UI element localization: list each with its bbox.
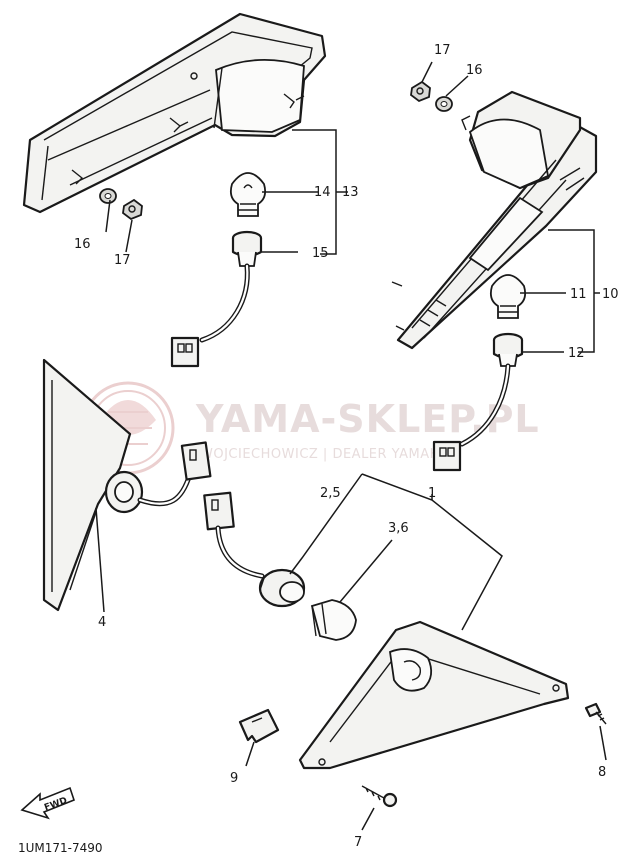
callout-14: 14 — [314, 185, 331, 200]
drawing-code: 1UM171-7490 — [18, 841, 103, 855]
callout-11: 11 — [570, 287, 587, 302]
socket-2-5 — [258, 568, 306, 608]
clip-9 — [238, 708, 280, 744]
callout-4: 4 — [98, 615, 106, 630]
harness-right-upper — [432, 363, 511, 472]
socket-assembly-4 — [104, 441, 212, 514]
callout-17-right: 17 — [434, 43, 451, 58]
callout-8: 8 — [598, 765, 606, 780]
watermark-subtitle: WOJCIECHOWICZ | DEALER YAMAHA — [200, 447, 449, 462]
callout-3-6: 3,6 — [388, 521, 409, 536]
screw-7 — [361, 785, 398, 808]
front-left-flasher-lens — [42, 358, 132, 612]
rear-left-flasher-lens — [22, 12, 327, 214]
nut-17-right — [410, 80, 431, 103]
callout-12: 12 — [568, 346, 585, 361]
socket-12 — [492, 332, 524, 367]
callout-1: 1 — [428, 486, 436, 501]
front-direction-arrow-icon: FWD — [20, 786, 75, 820]
callout-2-5: 2,5 — [320, 486, 341, 501]
callout-17-left: 17 — [114, 253, 131, 268]
harness-lower — [215, 525, 265, 579]
callout-7: 7 — [354, 835, 362, 850]
washer-16-right — [435, 96, 453, 112]
screw-8 — [584, 702, 607, 725]
connector-left-upper — [170, 336, 200, 368]
callout-16-left: 16 — [74, 237, 91, 252]
connector-lower — [203, 491, 235, 531]
callout-16-right: 16 — [466, 63, 483, 78]
watermark: YAMA-SKLEP.PL WOJCIECHOWICZ | DEALER YAM… — [81, 381, 540, 475]
callout-9: 9 — [230, 771, 238, 786]
washer-16-left — [99, 188, 117, 204]
leader-lines — [95, 61, 607, 831]
harness-left-upper — [170, 263, 250, 368]
bulb-11 — [489, 274, 527, 319]
socket-15 — [231, 230, 263, 267]
bulb-14 — [229, 172, 267, 217]
front-right-flasher-lens — [298, 620, 570, 770]
watermark-title: YAMA-SKLEP.PL — [195, 397, 540, 441]
rear-right-flasher-lens — [391, 90, 598, 350]
callout-10: 10 — [602, 287, 619, 302]
connector-right-upper — [432, 440, 462, 472]
callouts: 13 14 15 16 17 17 16 10 11 12 1 2,5 3,6 … — [74, 43, 619, 850]
callout-15: 15 — [312, 246, 329, 261]
nut-17-left — [122, 198, 143, 221]
callout-13: 13 — [342, 185, 359, 200]
bulb-3-6 — [310, 599, 357, 641]
reflector-hatching — [419, 167, 585, 327]
